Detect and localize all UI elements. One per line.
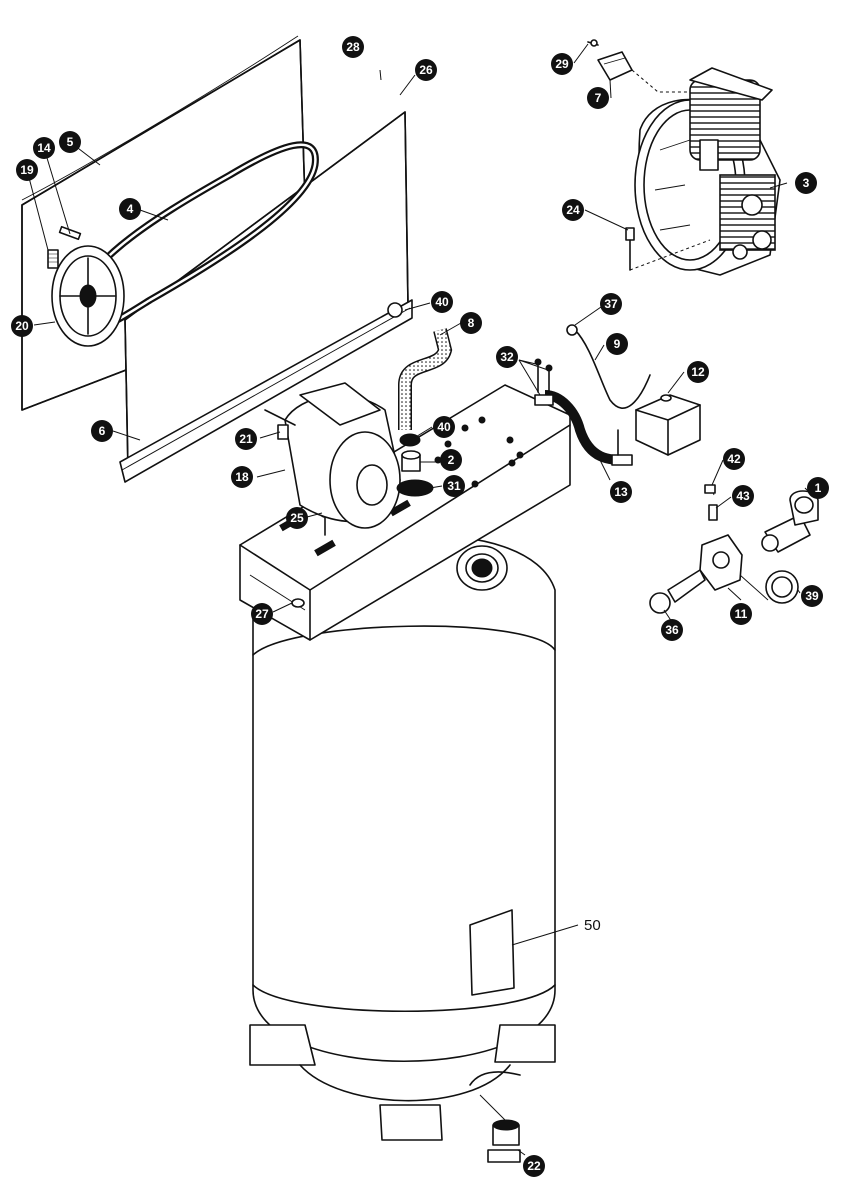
svg-text:3: 3 (803, 176, 810, 190)
svg-text:13: 13 (614, 485, 628, 499)
callout-2: 2 (440, 449, 462, 471)
callout-12: 12 (687, 361, 709, 383)
callout-8: 8 (460, 312, 482, 334)
electric-motor (264, 382, 401, 529)
svg-text:40: 40 (437, 420, 451, 434)
callout-13: 13 (610, 481, 632, 503)
platform-bolt (291, 598, 305, 608)
pump-bolt-leader (629, 239, 711, 271)
callout-32: 32 (496, 346, 518, 368)
svg-text:37: 37 (604, 297, 618, 311)
pump-cover-plate (597, 51, 633, 81)
unloader-tube (566, 324, 651, 409)
callout-14: 14 (33, 137, 55, 159)
drive-belt (71, 141, 319, 335)
callout-11: 11 (730, 603, 752, 625)
quick-coupler (649, 569, 706, 614)
svg-text:20: 20 (15, 319, 29, 333)
callout-42: 42 (723, 448, 745, 470)
svg-text:5: 5 (67, 135, 74, 149)
svg-text:9: 9 (614, 337, 621, 351)
compressor-pump (634, 67, 781, 276)
callout-5: 5 (59, 131, 81, 153)
svg-text:19: 19 (20, 163, 34, 177)
motor-pulley (51, 245, 125, 347)
callout-22: 22 (523, 1155, 545, 1177)
valve-seat-ring (396, 479, 434, 497)
callout-3: 3 (795, 172, 817, 194)
callout-21: 21 (235, 428, 257, 450)
callout-20: 20 (11, 315, 33, 337)
svg-text:32: 32 (500, 350, 514, 364)
svg-text:31: 31 (447, 479, 461, 493)
gauge-leader (739, 574, 769, 601)
svg-text:21: 21 (239, 432, 253, 446)
outlet-manifold (699, 534, 743, 591)
callout-9: 9 (606, 333, 628, 355)
callout-26: 26 (415, 59, 437, 81)
callout-19: 19 (16, 159, 38, 181)
svg-text:8: 8 (468, 316, 475, 330)
svg-text:43: 43 (736, 489, 750, 503)
callout-40-upper: 40 (431, 291, 453, 313)
svg-text:18: 18 (235, 470, 249, 484)
tank-bottom-skid (299, 1064, 521, 1141)
svg-text:22: 22 (527, 1159, 541, 1173)
callout-1: 1 (807, 477, 829, 499)
svg-text:11: 11 (735, 607, 748, 621)
drain-valve (479, 1094, 521, 1163)
svg-text:28: 28 (346, 40, 360, 54)
svg-text:26: 26 (419, 63, 433, 77)
svg-text:27: 27 (255, 607, 269, 621)
callout-28: 28 (342, 36, 364, 58)
svg-text:12: 12 (691, 365, 705, 379)
callout-29: 29 (551, 53, 573, 75)
svg-text:14: 14 (37, 141, 51, 155)
svg-text:25: 25 (290, 511, 304, 525)
callout-43: 43 (732, 485, 754, 507)
cover-plate-leader (631, 69, 690, 93)
svg-text:29: 29 (555, 57, 569, 71)
svg-text:4: 4 (127, 202, 134, 216)
svg-text:40: 40 (435, 295, 449, 309)
svg-text:1: 1 (815, 481, 822, 495)
callout-24: 24 (562, 199, 584, 221)
pump-mount-bolt (625, 227, 635, 271)
manifold-nipple (704, 484, 718, 521)
decal-leader (511, 924, 579, 946)
callout-40-lower: 40 (433, 416, 455, 438)
cover-screw (587, 39, 599, 47)
callout-25: 25 (286, 507, 308, 529)
callout-18: 18 (231, 466, 253, 488)
svg-text:36: 36 (665, 623, 679, 637)
discharge-tube (398, 328, 453, 430)
check-valve (401, 450, 421, 472)
warning-decal (469, 909, 515, 996)
svg-text:6: 6 (99, 424, 106, 438)
callout-27: 27 (251, 603, 273, 625)
callout-6: 6 (91, 420, 113, 442)
callout-7: 7 (587, 87, 609, 109)
svg-text:2: 2 (448, 453, 455, 467)
motor-switch-box (277, 424, 289, 440)
svg-text:39: 39 (805, 589, 819, 603)
tank-feet (249, 1024, 556, 1066)
leader-lines (26, 43, 813, 1156)
svg-text:24: 24 (566, 203, 580, 217)
callout-36: 36 (661, 619, 683, 641)
pulley-set-screw (47, 249, 59, 269)
pressure-switch (635, 394, 701, 456)
svg-text:42: 42 (727, 452, 741, 466)
tube-elbow-upper (387, 302, 403, 318)
callout-39: 39 (801, 585, 823, 607)
part-label-decal: 50 (584, 917, 601, 934)
svg-text:7: 7 (595, 91, 602, 105)
callout-37: 37 (600, 293, 622, 315)
pressure-gauge (765, 570, 799, 604)
tank-port (456, 545, 508, 591)
callout-4: 4 (119, 198, 141, 220)
callout-31: 31 (443, 475, 465, 497)
